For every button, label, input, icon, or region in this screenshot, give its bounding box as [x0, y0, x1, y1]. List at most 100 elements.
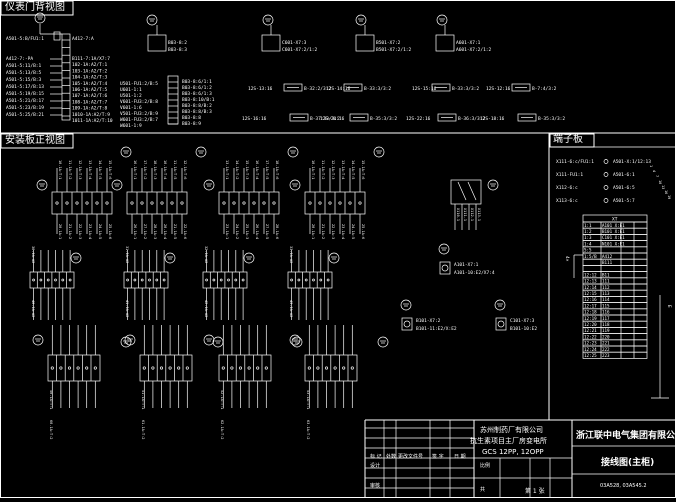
- contact-icon: [95, 201, 99, 205]
- breaker-wire-label: 25-1A:6: [361, 224, 365, 239]
- ground-symbol-icon: [438, 243, 450, 255]
- fuse-symbol: [289, 113, 309, 122]
- terminal-table-cell: B11: [602, 272, 610, 277]
- terminal-table-cell: 1:1: [584, 223, 592, 228]
- breaker-wire-label: 20-1A:4: [163, 224, 167, 239]
- ground-symbol-icon: [32, 334, 44, 346]
- terminal-table-cell: 12:14: [584, 285, 597, 290]
- breaker-wire-label: 13-1A:T:1: [225, 160, 229, 179]
- ground-symbol-icon: [120, 336, 132, 348]
- terminal-table-cell: 12:12: [584, 272, 597, 277]
- center-column-label: U501-FU1:2/B:5: [120, 81, 158, 87]
- breaker-wire-label: 63-1A:T:2: [306, 420, 310, 439]
- breaker-wire-label: 28-1A:3: [153, 224, 157, 239]
- breaker-wire-label: 60-1A:T:2: [49, 420, 53, 439]
- terminal-table-row: [582, 265, 648, 272]
- breaker-wire-label: 27-1A:2: [143, 224, 147, 239]
- switch-wire-label: X110-1: [456, 208, 460, 221]
- fuse-symbol: [517, 113, 537, 122]
- mid-terminal-label: 104-1A:A2/T:3: [72, 75, 108, 81]
- meter-box: [355, 34, 375, 52]
- ground-symbol-icon: [377, 336, 389, 348]
- ground-symbol-icon: [212, 336, 224, 348]
- left-terminal-label: A501-5:21/B:17: [6, 98, 44, 104]
- relay-label: B101-X7:2: [416, 318, 441, 324]
- center-column-label: V501-FU3:2/B:9: [120, 111, 158, 117]
- meter-box: [435, 34, 455, 52]
- mid-terminal-label: B111-7:1A/X7:7: [72, 56, 110, 62]
- contactor-wire-label: 30-1A:A2: [31, 246, 35, 263]
- breaker-wire-label: 28-1A:6: [275, 224, 279, 239]
- breaker-wire-label: 62-1A:T:2: [220, 420, 224, 439]
- contactor-wire-label: 41-1A:A2: [125, 300, 129, 317]
- contact-icon: [160, 201, 164, 205]
- meter-box: [261, 34, 281, 52]
- terminal-side-label: A501-6:5: [613, 185, 635, 191]
- terminal-side-label: 7: [655, 175, 659, 177]
- tb-header-mark: 标 记: [370, 454, 382, 460]
- terminal-table-cell: 1:2: [584, 229, 592, 234]
- breaker-wire-label: 17-1A:T:5: [265, 160, 269, 179]
- meter-label: B501-X7:2/1:2: [376, 47, 412, 53]
- contact-icon: [308, 201, 312, 205]
- contact-icon: [68, 278, 72, 282]
- tb-ratio: 比例: [480, 463, 491, 469]
- fuse-label: 12S-13:16: [248, 86, 273, 92]
- contact-icon: [85, 366, 89, 370]
- breaker-wire-label: 20-1A:1: [311, 224, 315, 239]
- terminal-table-cell: 1:5/B: [584, 254, 597, 259]
- contact-icon: [328, 201, 332, 205]
- terminal-table-cell: 5:5: [584, 248, 592, 253]
- contactor-wire-label: 40-1A:A2: [31, 300, 35, 317]
- contact-icon: [140, 278, 144, 282]
- switch-wire-label: X112-1: [470, 208, 474, 221]
- contact-icon: [168, 366, 172, 370]
- ground-symbol-icon: [289, 334, 301, 346]
- contact-icon: [133, 278, 137, 282]
- terminal-table-cell: 119: [602, 328, 610, 333]
- switch-wire-label: X113-1: [477, 208, 481, 221]
- breaker-wire-label: 26-1A:4: [255, 224, 259, 239]
- mid-terminal-label: 106-1A:A2/T:5: [72, 87, 108, 93]
- breaker-wire-label: 53-1A:T:1: [306, 390, 310, 409]
- relay-label: A101-10:E2/X7:4: [454, 270, 495, 276]
- breaker-wire-label: 14-1A:T:2: [235, 160, 239, 179]
- terminal-table-cell: 114: [602, 297, 610, 302]
- breaker-wire-label: 24-1A:2: [235, 224, 239, 239]
- terminal-table-cell: 12:16: [584, 297, 597, 302]
- model-number: GCS 12PP, 12OPP: [482, 448, 544, 456]
- terminal-table-cell: A101 X:E1: [602, 223, 625, 228]
- contact-icon: [307, 366, 311, 370]
- contact-icon: [93, 366, 97, 370]
- terminal-table-cell: 12:24: [584, 347, 597, 352]
- fuse-label: 12S-15:16: [412, 86, 437, 92]
- switch-wire-label: X111-1: [463, 208, 467, 221]
- terminal-side-label: A501-X:1/12:13: [613, 159, 651, 165]
- breaker-wire-label: 51-1A:T:1: [141, 390, 145, 409]
- contact-icon: [32, 278, 35, 282]
- breaker-wire-label: 22-1A:6: [183, 224, 187, 239]
- contact-icon: [304, 278, 308, 282]
- terminal-table-header-text: XT: [612, 217, 618, 223]
- breaker-wire-label: 21-1A:2: [321, 224, 325, 239]
- terminal-table-cell: 12:17: [584, 303, 597, 308]
- terminal-connector-icon: [603, 172, 609, 177]
- sheet-number: 第 1 张: [525, 488, 545, 495]
- mid-terminal-label: 107-1A:A2/T:6: [72, 93, 108, 99]
- contact-icon: [177, 366, 181, 370]
- ground-symbol-icon: [146, 14, 158, 26]
- breaker-wire-label: 23-1A:4: [88, 224, 92, 239]
- contact-icon: [151, 366, 155, 370]
- contact-icon: [76, 366, 80, 370]
- center-column-label: U501-1:2: [120, 93, 142, 99]
- left-terminal-label: A412-7:-PA: [6, 56, 33, 62]
- ground-symbol-icon: [164, 252, 176, 264]
- contact-icon: [205, 278, 208, 282]
- contact-icon: [342, 366, 346, 370]
- contact-icon: [126, 278, 129, 282]
- left-terminal-label: A412-7:A: [72, 36, 94, 42]
- terminal-side-label: A501-5:7: [613, 198, 635, 204]
- breaker-wire-label: 11-1A:T:5: [173, 160, 177, 179]
